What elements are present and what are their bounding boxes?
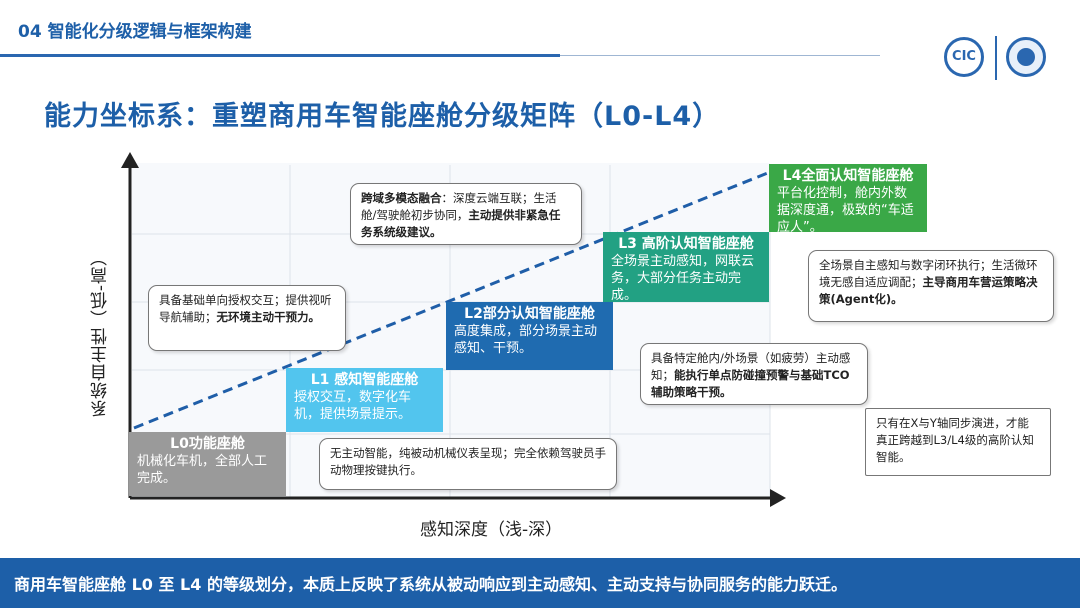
level-title: L3 高阶认知智能座舱 xyxy=(618,236,754,252)
callout-l0: 无主动智能，纯被动机械仪表呈现；完全依赖驾驶员手动物理按键执行。 xyxy=(319,438,617,490)
level-title: L1 感知智能座舱 xyxy=(310,372,419,388)
footer-banner: 商用车智能座舱 L0 至 L4 的等级划分，本质上反映了系统从被动响应到主动感知… xyxy=(0,558,1080,608)
callout-text: 全场景自主感知与数字闭环执行；生活微环境无感自适应调配； xyxy=(819,258,1038,289)
note-box: 只有在X与Y轴同步演进，才能真正跨越到L3/L4级的高阶认知智能。 xyxy=(865,408,1051,476)
footer-text: 商用车智能座舱 L0 至 L4 的等级划分，本质上反映了系统从被动响应到主动感知… xyxy=(14,575,847,594)
callout-emphasis: 无环境主动干预力。 xyxy=(216,310,321,324)
header-rule-thin xyxy=(560,55,880,56)
callout-text: 具备特定舱内/外场景（如疲劳）主动感知； xyxy=(651,351,851,382)
level-l3-box: L3 高阶认知智能座舱 全场景主动感知，网联云务，大部分任务主动完成。 xyxy=(603,232,769,303)
callout-text: 具备基础单向授权交互；提供视听导航辅助； xyxy=(159,293,332,324)
callout-emphasis: 跨域多模态融合 xyxy=(361,191,442,205)
callout-text: ：深度云端互联；生活舱/驾驶舱初步协同， xyxy=(361,191,557,222)
x-axis-arrow-icon xyxy=(770,489,786,507)
level-description: 平台化控制，舱内外数据深度通，极致的“车适应人”。 xyxy=(777,186,914,235)
y-axis-label: 系统自主性（低-高） xyxy=(91,248,111,418)
level-description: 高度集成，部分场景主动感知、干预。 xyxy=(454,324,598,356)
callout-emphasis: 主导商用车营运策略决策(Agent化)。 xyxy=(819,275,1038,306)
callout-emphasis: 主动提供非紧急任务系统级建议。 xyxy=(361,208,561,239)
level-l4-box: L4全面认知智能座舱 平台化控制，舱内外数据深度通，极致的“车适应人”。 xyxy=(769,164,927,235)
callout-l3: 跨域多模态融合：深度云端互联；生活舱/驾驶舱初步协同，主动提供非紧急任务系统级建… xyxy=(350,183,582,245)
callout-text: 无主动智能，纯被动机械仪表呈现；完全依赖驾驶员手动物理按键执行。 xyxy=(330,446,606,477)
header-rule xyxy=(0,54,560,57)
callout-l4: 全场景自主感知与数字闭环执行；生活微环境无感自适应调配；主导商用车营运策略决策(… xyxy=(808,250,1054,322)
section-title: 04 智能化分级逻辑与框架构建 xyxy=(18,22,252,42)
level-description: 机械化车机，全部人工完成。 xyxy=(137,454,268,486)
association-seal-logo xyxy=(1006,37,1046,77)
trend-line xyxy=(133,168,776,430)
y-axis-arrow-icon xyxy=(121,152,139,168)
level-l0-box: L0功能座舱 机械化车机，全部人工完成。 xyxy=(129,432,286,496)
level-description: 全场景主动感知，网联云务，大部分任务主动完成。 xyxy=(611,254,755,303)
callout-emphasis: 能执行单点防碰撞预警与基础TCO辅助策略干预。 xyxy=(651,368,850,399)
level-title: L2部分认知智能座舱 xyxy=(464,306,595,322)
callout-l2: 具备特定舱内/外场景（如疲劳）主动感知；能执行单点防碰撞预警与基础TCO辅助策略… xyxy=(640,343,868,405)
level-title: L0功能座舱 xyxy=(170,436,245,452)
level-l2-box: L2部分认知智能座舱 高度集成，部分场景主动感知、干预。 xyxy=(446,302,613,370)
level-l1-box: L1 感知智能座舱 授权交互，数字化车机，提供场景提示。 xyxy=(286,368,443,432)
level-title: L4全面认知智能座舱 xyxy=(782,168,914,184)
cic-logo: CIC xyxy=(944,37,984,77)
note-text: 只有在X与Y轴同步演进，才能真正跨越到L3/L4级的高阶认知智能。 xyxy=(876,416,1034,464)
level-description: 授权交互，数字化车机，提供场景提示。 xyxy=(294,390,412,422)
header-bar: 04 智能化分级逻辑与框架构建 CIC xyxy=(0,0,1080,80)
page-title: 能力坐标系：重塑商用车智能座舱分级矩阵（L0-L4） xyxy=(44,101,721,132)
logo-divider xyxy=(995,36,997,80)
callout-l1: 具备基础单向授权交互；提供视听导航辅助；无环境主动干预力。 xyxy=(148,285,346,351)
x-axis-label: 感知深度（浅-深） xyxy=(420,520,563,540)
